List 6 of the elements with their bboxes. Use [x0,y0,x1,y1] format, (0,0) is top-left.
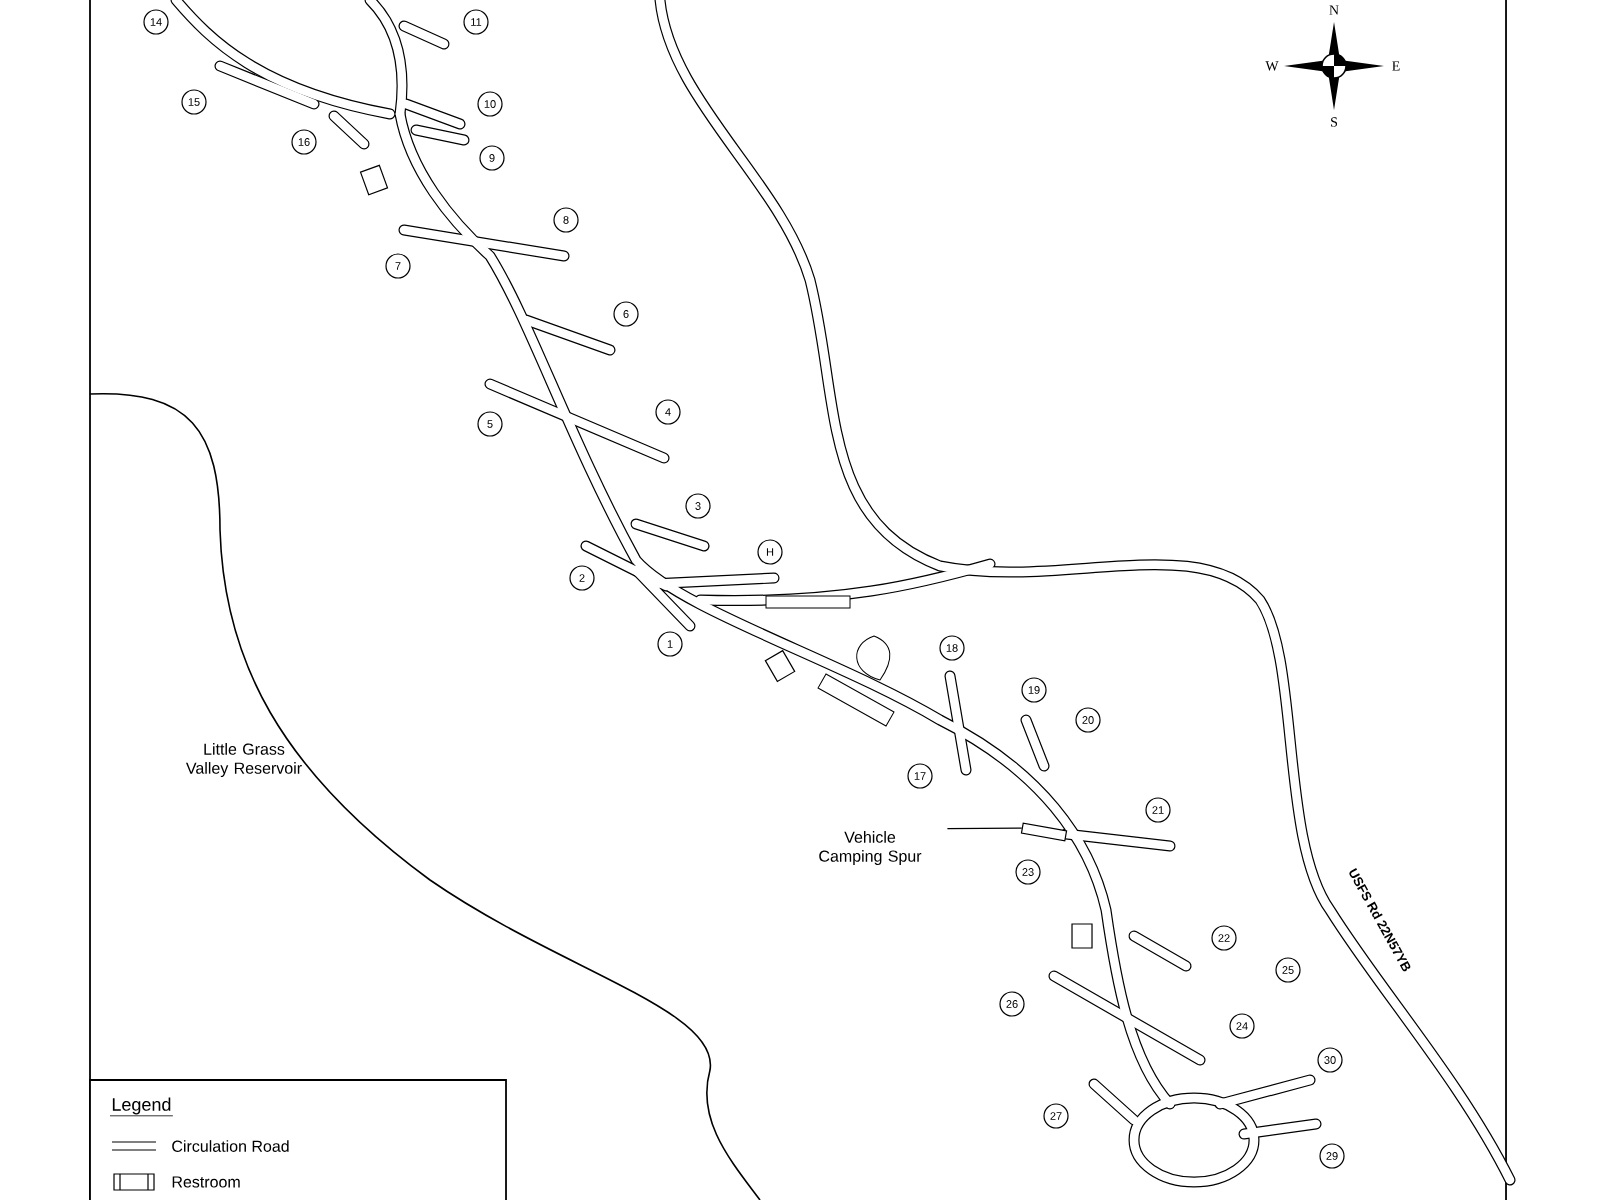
legend-text: Restroom [172,1176,240,1188]
water-body-label: Little Grass Valley Reservoir [185,743,302,777]
leader-line [946,827,1023,830]
legend-text: Circulation Road [172,1140,289,1152]
callout-text: Vehicle Camping Spur [819,831,922,865]
camping-spur [1020,822,1068,842]
